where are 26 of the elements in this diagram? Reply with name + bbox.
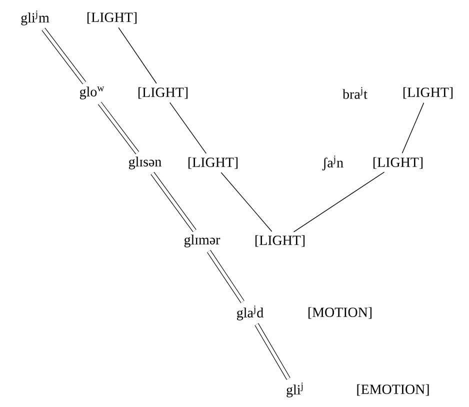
connector-line — [254, 323, 290, 380]
connector-line — [150, 172, 196, 232]
connector-line — [220, 172, 272, 232]
text-label: [LIGHT] — [87, 12, 137, 24]
connector-line — [42, 28, 86, 84]
connector-line — [206, 250, 244, 304]
text-label: [LIGHT] — [138, 87, 188, 99]
text-label: [MOTION] — [308, 307, 372, 319]
text-label: bra$^{j}$t — [342, 87, 368, 99]
text-label: [LIGHT] — [373, 157, 423, 169]
text-label: gla$^{j}$d — [236, 306, 264, 320]
text-label: gli$^{j}$m — [21, 10, 50, 26]
text-label: gli$^{j}$ — [286, 382, 303, 398]
text-label: [LIGHT] — [188, 157, 238, 169]
connector-line — [402, 102, 424, 154]
connector-line — [170, 102, 206, 154]
connector-line — [98, 102, 140, 154]
text-label: [LIGHT] — [255, 235, 305, 247]
text-label: glo$^{w}$ — [80, 86, 104, 100]
text-label: ʃa$^{j}$n — [322, 156, 344, 170]
connector-line — [293, 172, 385, 232]
connector-line — [118, 27, 157, 84]
text-label: glɪmər — [184, 234, 220, 248]
text-label: [EMOTION] — [357, 384, 429, 396]
text-label: [LIGHT] — [403, 87, 453, 99]
text-label: glɪsən — [128, 156, 162, 170]
